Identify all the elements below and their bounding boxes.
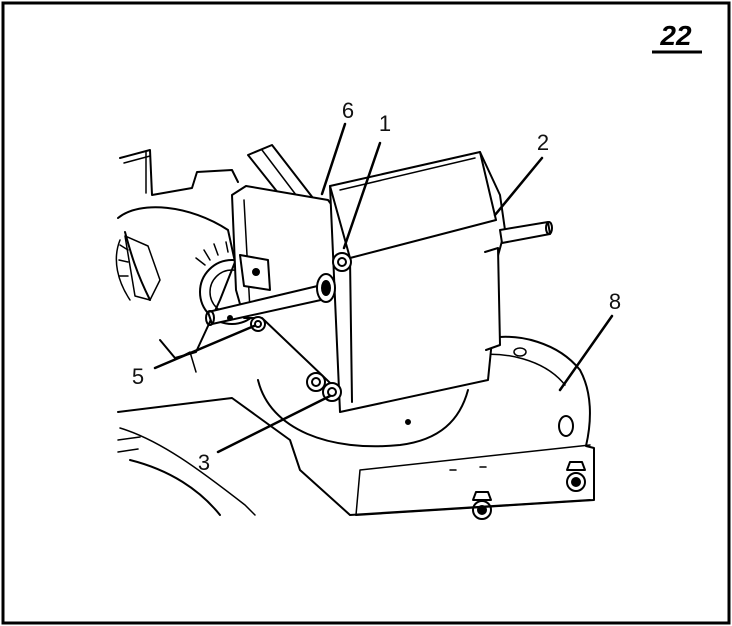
machine-drawing — [115, 144, 595, 520]
callout-3: 3 — [198, 450, 210, 475]
callout-leaders — [153, 122, 614, 454]
callout-6: 6 — [342, 98, 354, 123]
figure-number: 22 — [659, 20, 692, 51]
callout-8: 8 — [609, 289, 621, 314]
leader-2 — [493, 156, 544, 217]
leader-8 — [558, 314, 614, 392]
callout-1: 1 — [379, 111, 391, 136]
callout-2: 2 — [537, 130, 549, 155]
leader-5 — [153, 324, 256, 370]
callout-5: 5 — [132, 364, 144, 389]
leader-1 — [342, 141, 382, 250]
leader-3 — [216, 394, 332, 454]
leader-6 — [320, 122, 347, 196]
